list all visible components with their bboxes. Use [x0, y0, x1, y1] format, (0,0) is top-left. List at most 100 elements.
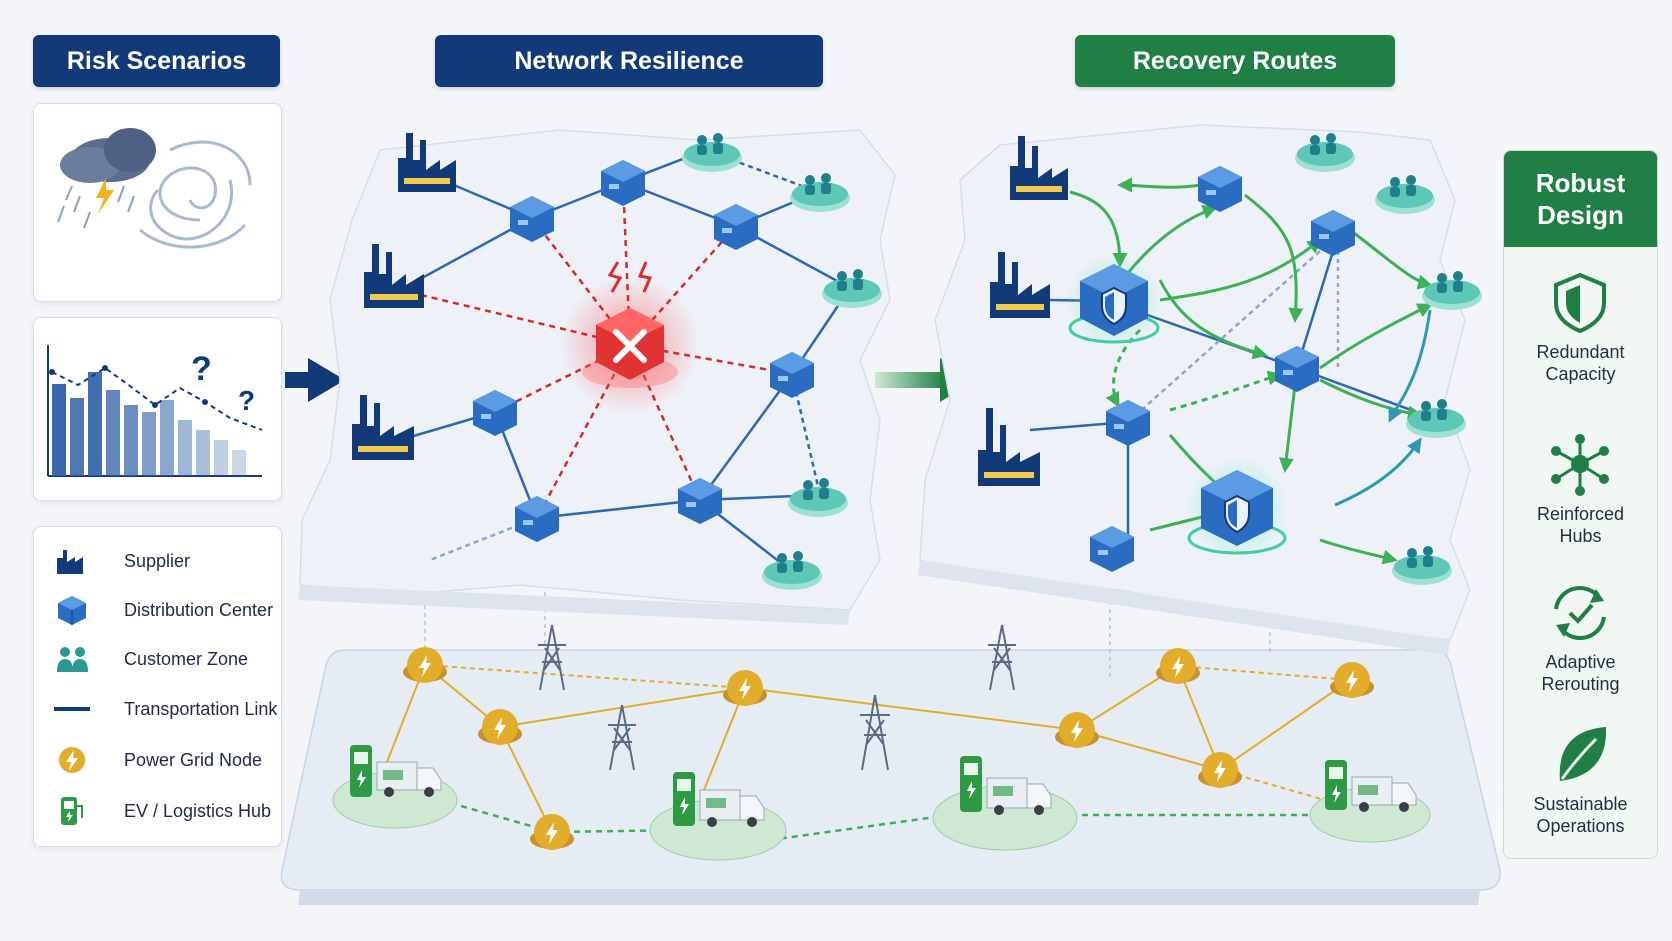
header-recovery-routes: Recovery Routes: [1075, 35, 1395, 87]
shield-icon: [1554, 272, 1606, 334]
bolt-icon: [478, 709, 522, 745]
pylon-icon: [608, 704, 636, 771]
customer-group-middle: [682, 133, 882, 590]
robust-title-line1: Robust: [1535, 168, 1626, 198]
legend-label-transportation-link: Transportation Link: [124, 698, 278, 719]
bolt-icon: [1198, 752, 1242, 788]
people-icon: [1406, 399, 1466, 438]
robust-item-1-line1: Redundant: [1536, 342, 1625, 362]
legend-item-customer-zone: Customer Zone: [52, 642, 248, 676]
bolt-icon: [1055, 712, 1099, 748]
cube-icon: [1198, 166, 1242, 212]
legend-label-distribution-center: Distribution Center: [124, 599, 274, 620]
cube-icon: [1311, 210, 1355, 256]
cube-icon: [714, 204, 758, 250]
header-network-resilience: Network Resilience: [435, 35, 823, 87]
robust-item-2-line1: Reinforced: [1536, 504, 1625, 524]
factory-icon: [1010, 136, 1068, 200]
cube-icon: [1090, 526, 1134, 572]
bolt-icon: [52, 743, 92, 777]
question-mark-2: ?: [238, 385, 255, 416]
bolt-icon: [1330, 662, 1374, 698]
robust-item-4-line2: Operations: [1536, 816, 1625, 836]
disrupted-node: [582, 261, 678, 388]
customer-group-right: [1295, 133, 1482, 585]
legend-item-distribution-center: Distribution Center: [52, 593, 273, 627]
shield-icon: [1224, 494, 1250, 534]
legend-item-transportation-link: Transportation Link: [52, 692, 277, 726]
people-icon: [1375, 175, 1435, 214]
dc-group-right: [1090, 166, 1355, 572]
ev-charger-icon: [1325, 760, 1347, 810]
robust-design-title: Robust Design: [1504, 151, 1657, 247]
legend-item-supplier: Supplier: [52, 544, 190, 578]
robust-item-2-line2: Hubs: [1559, 526, 1602, 546]
factory-icon: [352, 395, 414, 460]
cube-icon: [510, 196, 554, 242]
ev-charger-icon: [673, 772, 695, 826]
ev-charger-icon: [52, 794, 92, 828]
truck-icon: [986, 777, 1052, 815]
ev-hub-group: [332, 745, 1431, 861]
robust-item-4-line1: Sustainable: [1533, 794, 1628, 814]
ev-hub: [1309, 760, 1431, 843]
cube-icon: [601, 160, 645, 206]
cube-icon: [678, 478, 722, 524]
cube-icon: [473, 390, 517, 436]
robust-title-line2: Design: [1537, 200, 1624, 230]
bolt-icon: [530, 814, 574, 850]
people-icon: [788, 478, 848, 517]
people-icon: [762, 551, 822, 590]
refresh-check-icon: [1554, 585, 1606, 641]
reinforced-hub: [1187, 470, 1287, 555]
storm-cloud-icon: [57, 128, 156, 229]
robust-item-3-line2: Rerouting: [1541, 674, 1620, 694]
hub-network-icon: [1551, 434, 1609, 496]
factory-group-middle: [352, 133, 456, 460]
factory-icon: [978, 408, 1040, 486]
people-icon: [1295, 133, 1355, 172]
legend-label-customer-zone: Customer Zone: [124, 648, 249, 669]
bolt-icon: [1156, 648, 1200, 684]
shield-icon: [1101, 286, 1127, 326]
leaf-icon: [1559, 727, 1607, 781]
bolt-icon: [723, 670, 767, 706]
cube-icon: [1106, 400, 1150, 446]
cube-icon: [770, 352, 814, 398]
cube-icon: [1275, 346, 1319, 392]
pylon-icon: [860, 694, 890, 771]
people-icon: [790, 173, 850, 212]
truck-icon: [1351, 776, 1417, 812]
ev-hub: [332, 745, 458, 829]
pylon-icon: [988, 624, 1016, 691]
factory-icon: [990, 252, 1050, 318]
people-icon: [822, 269, 882, 308]
flow-arrow-right-1: [285, 358, 345, 402]
robust-item-1-line2: Capacity: [1545, 364, 1616, 384]
weather-risk-card: [33, 103, 282, 302]
line-icon: [52, 692, 92, 726]
header-risk-scenarios: Risk Scenarios: [33, 35, 280, 87]
power-node-group: [403, 647, 1374, 850]
factory-icon: [52, 544, 92, 578]
legend-item-power-grid-node: Power Grid Node: [52, 743, 262, 777]
ev-charger-icon: [350, 745, 372, 797]
hurricane-icon: [139, 140, 252, 249]
reinforced-hub: [1068, 264, 1160, 344]
pylon-icon: [538, 624, 566, 691]
cube-icon: [515, 496, 559, 542]
legend-card: Supplier Distribution Center Customer Zo…: [33, 526, 282, 847]
cube-icon: [52, 593, 92, 627]
factory-icon: [398, 133, 456, 192]
people-icon: [1392, 546, 1452, 585]
factory-icon: [364, 244, 424, 308]
ev-hub: [649, 772, 787, 861]
people-icon: [682, 133, 742, 172]
ev-charger-icon: [960, 756, 982, 812]
